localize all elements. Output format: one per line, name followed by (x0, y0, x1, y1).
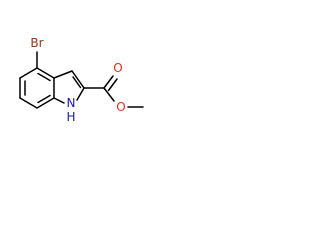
bond-c3a-c4 (36, 67, 55, 79)
bond-c7-c7a (36, 97, 55, 109)
nh-hydrogen-label: H (66, 110, 75, 124)
atom-label-layer: Br N H O O (30, 36, 125, 124)
bond-c3-c2-inner (72, 76, 82, 89)
molecule-structure: Br N H O O (19, 36, 144, 124)
bond-c6-c7 (19, 97, 38, 109)
bond-c3a-c4-inner (37, 72, 51, 82)
bond-carbonyl-o-2 (107, 78, 118, 92)
carbonyl-oxygen-label: O (113, 61, 122, 75)
nitrogen-label: N (67, 96, 76, 110)
ester-oxygen-label: O (116, 100, 125, 114)
bond-c7-c7a-inner (37, 94, 51, 104)
bond-n1-c7a (53, 97, 65, 104)
bond-c4-c5 (19, 67, 38, 79)
bond-carbonyl-oester (103, 87, 115, 102)
bond-carbonyl-o-1 (103, 75, 114, 89)
bond-c2-n1 (76, 87, 85, 101)
bond-c3-c2 (71, 70, 85, 89)
bond-layer (19, 51, 144, 109)
bromine-label: Br (30, 36, 43, 50)
bond-c3a-c3 (53, 70, 73, 79)
